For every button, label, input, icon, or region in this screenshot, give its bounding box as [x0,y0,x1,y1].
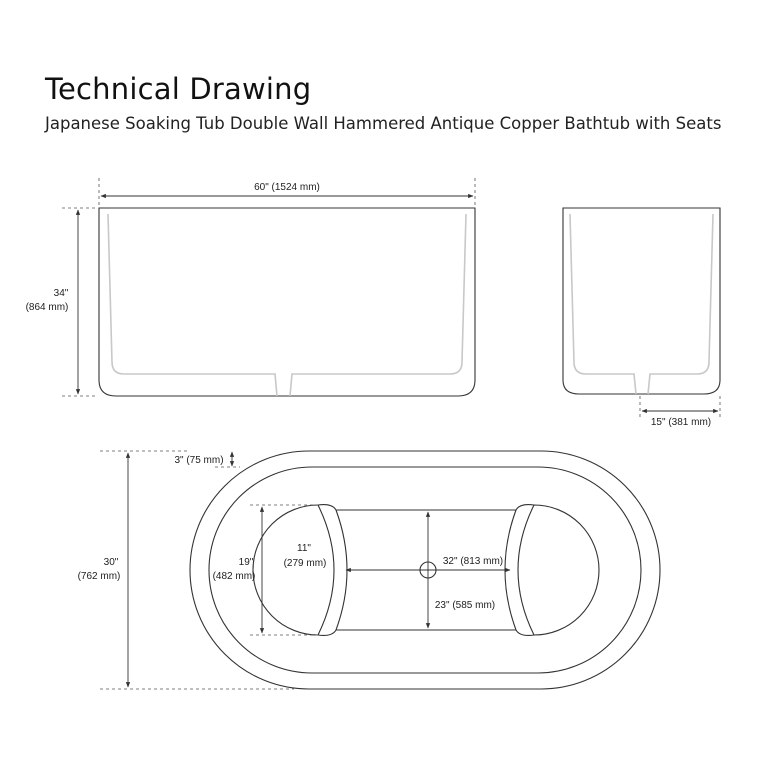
front-width-label: 60" (1524 mm) [254,182,320,193]
front-height-label-mm: (864 mm) [26,302,69,313]
top-view: 3" (75 mm) 30" (762 mm) 19" (482 mm) 11"… [78,450,661,690]
side-view: 15" (381 mm) [562,207,721,428]
wall-thickness-label: 3" (75 mm) [174,455,223,466]
page-title: Technical Drawing [45,72,312,106]
seat-width-label-in: 11" [297,543,311,554]
right-seat [517,504,600,636]
side-view-outline [562,207,721,395]
floor-width-label: 23" (585 mm) [435,600,495,611]
top-view-outer-rim [189,450,661,690]
overall-depth-label-mm: (762 mm) [78,571,121,582]
front-view: 60" (1524 mm) 34" (864 mm) [26,178,476,397]
side-drain-offset-label: 15" (381 mm) [651,417,711,428]
page-subtitle: Japanese Soaking Tub Double Wall Hammere… [45,114,722,133]
floor-length-label: 32" (813 mm) [443,556,503,567]
front-view-outline [98,207,476,397]
front-height-label-in: 34" [54,288,69,299]
side-view-inner-wall [569,213,714,395]
seat-height-label-mm: (482 mm) [213,571,256,582]
front-view-inner-wall [107,213,467,397]
overall-depth-label-in: 30" [104,557,119,568]
left-seat [252,504,335,636]
top-view-inner-rim [208,466,642,674]
seat-height-label-in: 19" [239,557,254,568]
seat-width-label-mm: (279 mm) [284,558,327,569]
left-seat-edge [317,504,348,636]
